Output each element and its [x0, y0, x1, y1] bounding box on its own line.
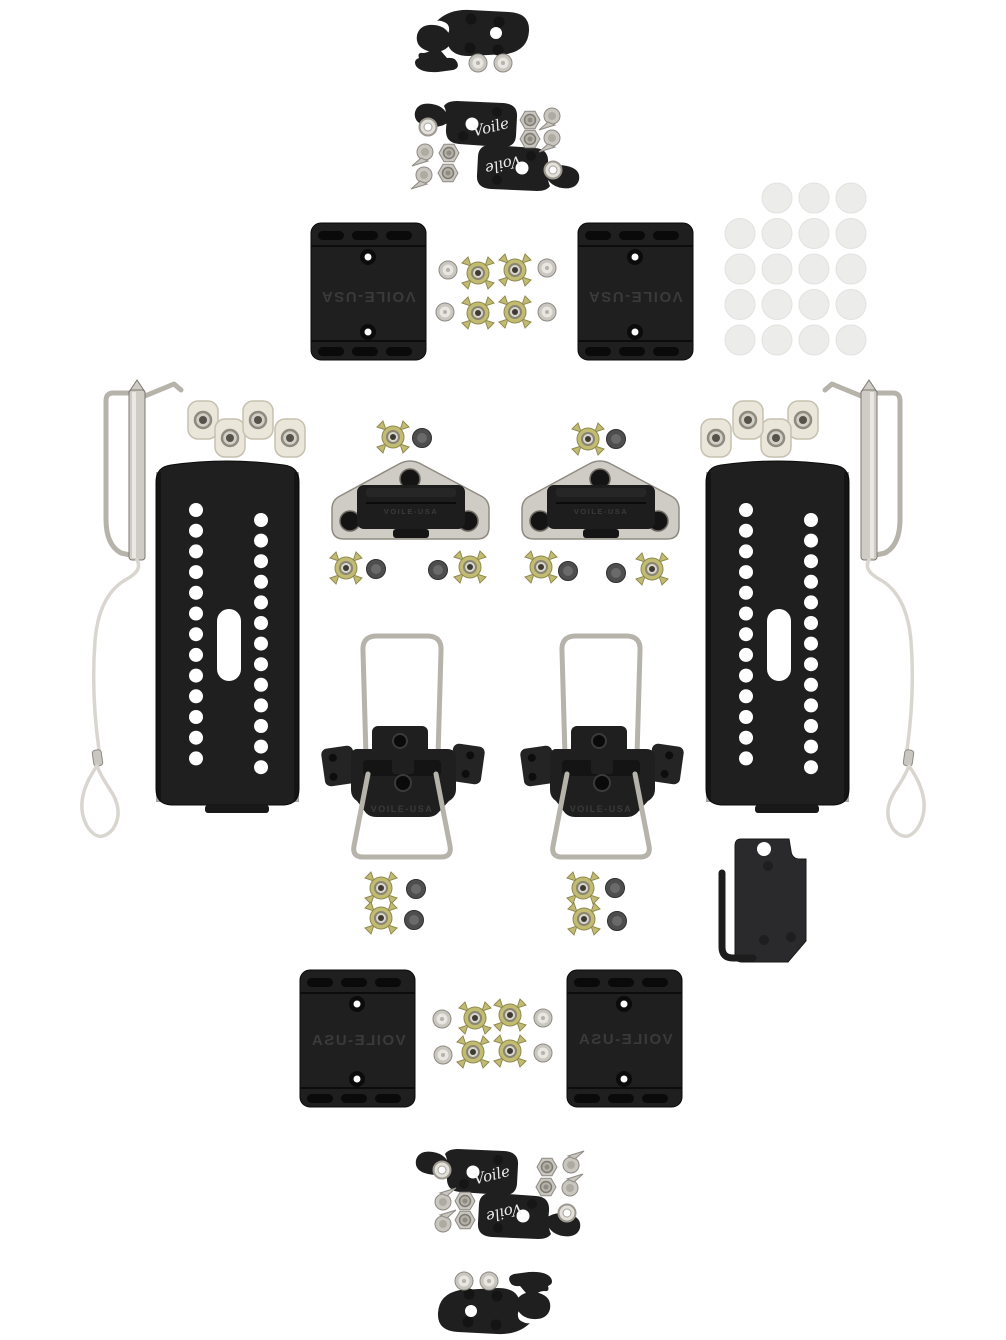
screw-silver: [435, 302, 455, 322]
screw-dark: [558, 561, 578, 581]
puck-label: VOILE-USA: [320, 288, 415, 305]
hex-key: [718, 869, 757, 962]
screw-dark: [404, 910, 424, 930]
screw-silver: [432, 1009, 452, 1029]
scraper: [734, 838, 807, 963]
sq-nut: [241, 399, 275, 441]
tnut: [364, 901, 398, 935]
sq-nut: [786, 399, 820, 441]
screw-silver: [438, 260, 458, 280]
tnut: [456, 1035, 490, 1069]
tnut: [635, 552, 669, 586]
adhesive-dot: [835, 218, 867, 249]
screw-silver: [537, 258, 557, 278]
tnut: [458, 1001, 492, 1035]
adhesive-dot: [798, 289, 830, 320]
tnut: [571, 422, 605, 456]
sq-nut: [213, 417, 247, 459]
screw-silver: [537, 302, 557, 322]
adhesive-dot: [835, 324, 867, 356]
tnut: [461, 296, 495, 330]
adhesive-dot: [761, 253, 793, 285]
slider-plate-right: [705, 460, 850, 814]
sq-nut: [699, 417, 733, 459]
adhesive-dot: [835, 253, 867, 285]
adhesive-dot: [798, 253, 830, 285]
screw-dark: [366, 559, 386, 579]
tnut: [493, 998, 527, 1032]
adhesive-dot: [724, 289, 756, 320]
sq-nut: [273, 417, 307, 459]
puck-label: VOILE-USA: [577, 1031, 672, 1048]
puck-label: VOILE-USA: [310, 1032, 405, 1049]
adhesive-dot: [761, 182, 793, 214]
tnut: [567, 902, 601, 936]
screw-dark: [428, 560, 448, 580]
screw-silver: [533, 1008, 553, 1028]
tnut: [498, 295, 532, 329]
tnut: [364, 871, 398, 905]
screw-silver: [533, 1043, 553, 1063]
tnut: [329, 551, 363, 585]
screw-dark: [406, 879, 426, 899]
adhesive-dot: [761, 218, 793, 249]
screw-dark: [606, 429, 626, 449]
adhesive-dot: [761, 289, 793, 320]
screw-dark: [412, 428, 432, 448]
screw-dark: [605, 878, 625, 898]
tnut: [566, 871, 600, 905]
tnut: [498, 253, 532, 287]
sq-nut: [731, 399, 765, 441]
screw-silver: [433, 1045, 453, 1065]
tnut: [493, 1034, 527, 1068]
adhesive-dot: [798, 182, 830, 214]
adhesive-dot: [835, 182, 867, 214]
adhesive-dot: [761, 324, 793, 356]
slider-plate-left: [155, 460, 300, 814]
sq-nut: [186, 399, 220, 441]
adhesive-dot: [724, 218, 756, 249]
adhesive-dot: [798, 324, 830, 356]
tnut: [461, 256, 495, 290]
adhesive-dot: [835, 289, 867, 320]
puck-label: VOILE-USA: [587, 288, 682, 305]
adhesive-dot: [724, 253, 756, 285]
tnut: [453, 550, 487, 584]
adhesive-dot: [798, 218, 830, 249]
adhesive-dot: [724, 324, 756, 356]
tnut: [524, 550, 558, 584]
tnut: [376, 420, 410, 454]
sq-nut: [759, 417, 793, 459]
screw-dark: [607, 911, 627, 931]
screw-dark: [606, 563, 626, 583]
